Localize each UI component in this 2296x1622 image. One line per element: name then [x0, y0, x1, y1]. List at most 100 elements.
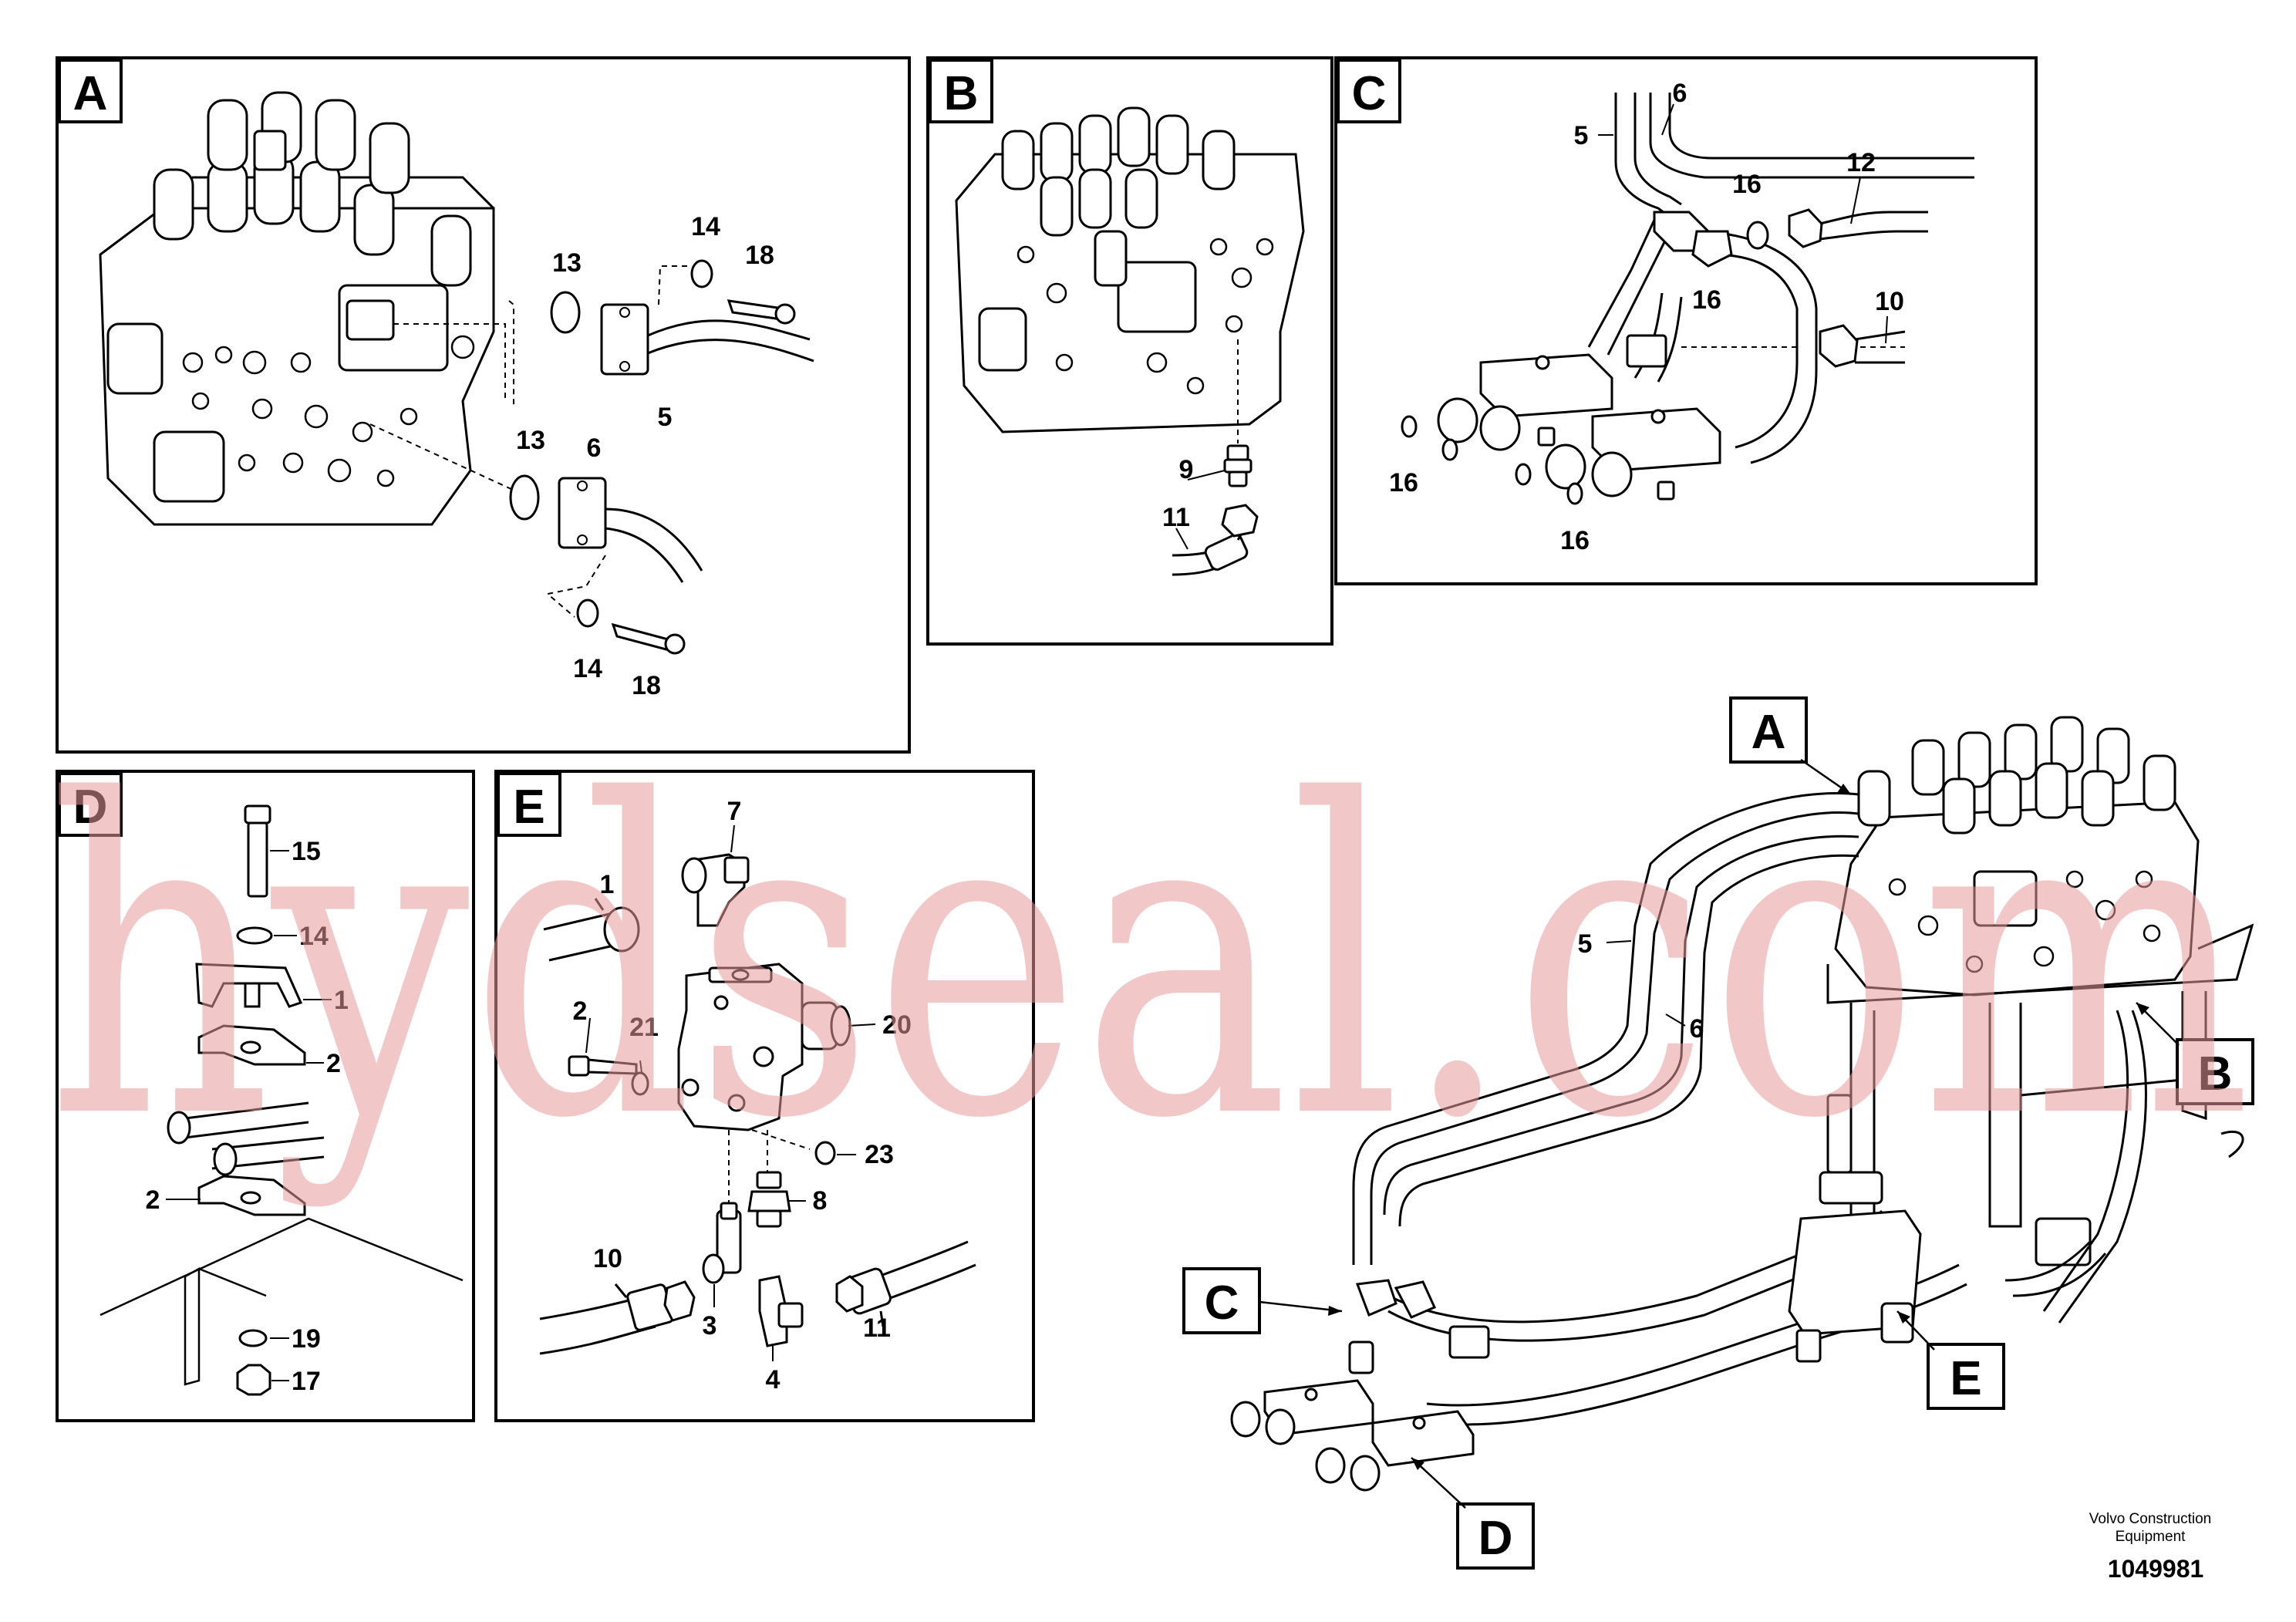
adapter-8 [747, 1171, 791, 1228]
seal-23 [814, 1141, 836, 1165]
overview-assembly: A B C D E 5 6 [1182, 696, 2254, 1570]
tubes-d [167, 1101, 325, 1176]
panel-d: D [56, 770, 475, 1422]
part-label: 12 [1846, 148, 1876, 177]
part-label: 7 [727, 797, 742, 826]
callout-e-box: E [1896, 1310, 2005, 1410]
part-label: 16 [1732, 170, 1762, 199]
valve-ports-a [182, 335, 475, 487]
part-label: 5 [1578, 929, 1593, 959]
bolt-15 [244, 804, 271, 898]
part-label: 18 [745, 241, 774, 270]
part-label: 1 [334, 986, 349, 1015]
part-label: 2 [326, 1049, 341, 1078]
elbow-7 [681, 853, 750, 927]
hose-1-e [543, 898, 640, 962]
part-label: 17 [292, 1367, 321, 1396]
panel-e: E [494, 770, 1035, 1422]
callout-b-letter: B [2198, 1047, 2233, 1101]
clamp-2-bottom [197, 1175, 306, 1216]
manifold-blocks-c [1437, 334, 1721, 501]
part-label: 4 [766, 1365, 781, 1394]
hose-11-e [835, 1240, 976, 1327]
pipes-c [1587, 93, 1974, 464]
tee-3 [702, 1202, 742, 1284]
control-valve-b [955, 106, 1305, 433]
part-label: 2 [146, 1185, 160, 1215]
panel-d-letter: D [73, 781, 108, 834]
part-label: 13 [516, 426, 545, 455]
part-label: 16 [1692, 285, 1721, 315]
footer: Volvo Construction Equipment 1049981 [2089, 1511, 2211, 1583]
elbow-4 [758, 1275, 804, 1347]
frame-d [99, 1217, 464, 1386]
callout-e-letter: E [1950, 1352, 1981, 1405]
company-name-line2: Equipment [2116, 1529, 2186, 1545]
hose-11-b [1172, 504, 1259, 576]
part-label: 5 [1574, 121, 1589, 150]
callout-c-letter: C [1205, 1276, 1239, 1330]
part-label: 14 [299, 922, 329, 951]
part-label: 10 [1875, 287, 1904, 316]
callout-a-letter: A [1752, 706, 1786, 759]
company-name: Volvo Construction [2089, 1511, 2211, 1527]
fitting-9 [1223, 444, 1253, 487]
part-label: 14 [573, 654, 602, 683]
hose-5-assembly [393, 259, 814, 409]
part-label: 1 [600, 870, 615, 899]
callout-d-box: D [1411, 1457, 1535, 1570]
part-label: 11 [863, 1313, 891, 1343]
part-label: 6 [1673, 79, 1687, 108]
part-label: 9 [1179, 455, 1194, 484]
solenoids-a [153, 91, 472, 287]
washer-21 [631, 1071, 649, 1096]
nut-17 [236, 1364, 271, 1396]
panel-e-leaders [585, 824, 876, 1361]
valve-block-e [677, 963, 851, 1131]
panel-c: C [1334, 56, 2038, 585]
panel-c-leaders [1598, 103, 1888, 344]
watermark: hydseal.com [46, 710, 2252, 1213]
part-label: 5 [658, 403, 673, 432]
callout-b-box: B [2136, 1002, 2254, 1105]
control-valve-a [99, 176, 495, 526]
overview-valve [1834, 716, 2200, 996]
panel-d-leaders [166, 850, 332, 1381]
panel-a-labels: 13 14 18 5 13 6 14 18 [516, 212, 774, 700]
part-label: 10 [593, 1244, 622, 1273]
part-label: 6 [1690, 1014, 1704, 1044]
drawing-number: 1049981 [2108, 1555, 2204, 1583]
part-label: 8 [813, 1186, 828, 1216]
callout-d-letter: D [1478, 1512, 1513, 1565]
part-label: 13 [552, 248, 582, 278]
callout-a-box: A [1729, 696, 1852, 796]
hose-10-e [539, 1280, 696, 1355]
clamp-1 [195, 963, 303, 1008]
panel-a: A [56, 56, 911, 754]
washer-14-d [236, 926, 273, 945]
part-label: 14 [691, 212, 720, 241]
valve-ports-b [1017, 238, 1274, 395]
panel-c-letter: C [1352, 67, 1387, 120]
callout-c-box: C [1182, 1267, 1343, 1334]
panel-a-letter: A [73, 67, 108, 120]
part-label: 11 [1162, 503, 1190, 532]
fittings-c [1401, 208, 1928, 505]
part-label: 6 [587, 433, 602, 463]
washer-19 [238, 1329, 268, 1347]
part-label: 20 [882, 1010, 912, 1040]
part-label: 16 [1560, 526, 1590, 555]
hose-6-assembly [369, 423, 703, 655]
part-label: 23 [865, 1140, 894, 1169]
overview-valve-ports [1888, 870, 2161, 973]
panel-b: B [926, 56, 1333, 646]
overview-manifolds [1230, 1171, 1922, 1492]
part-label: 3 [703, 1311, 717, 1340]
clamp-2-top [197, 1024, 306, 1066]
part-label: 2 [573, 996, 588, 1026]
part-label: 19 [292, 1324, 321, 1354]
part-label: 16 [1389, 468, 1418, 497]
panel-b-letter: B [944, 67, 979, 120]
part-label: 18 [632, 671, 661, 700]
